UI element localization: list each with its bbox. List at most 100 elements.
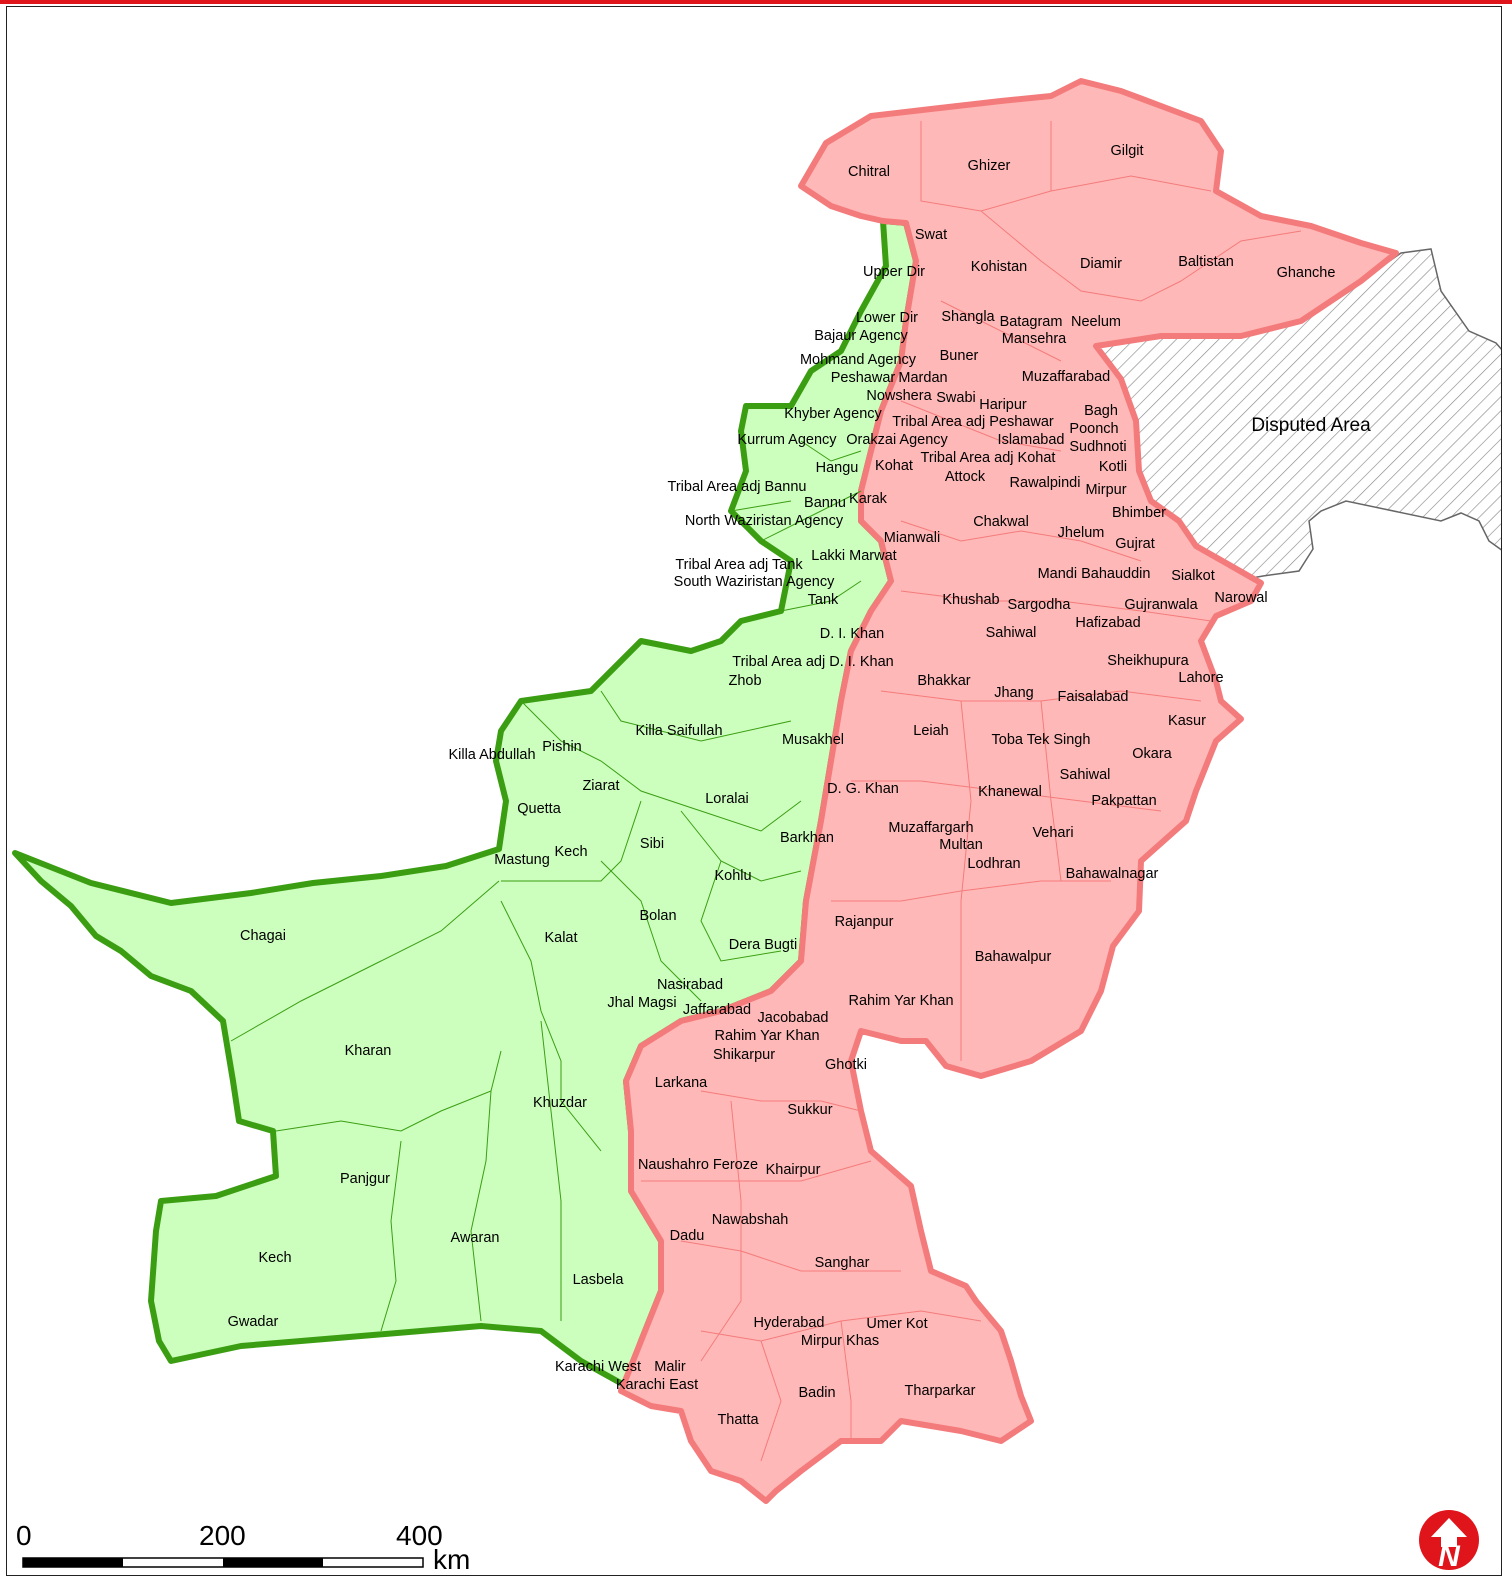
district-label: Pakpattan [1091,793,1156,809]
district-label: Sanghar [815,1255,870,1271]
district-label: Tribal Area adj Peshawar [892,414,1054,430]
district-label: Rawalpindi [1010,475,1081,491]
district-label: Lodhran [967,856,1020,872]
district-label: Jhelum [1058,525,1105,541]
district-label: Quetta [517,801,561,817]
green-district-lines [230,440,862,1332]
district-label: Chagai [240,928,286,944]
district-label: Khyber Agency [784,406,882,422]
district-label: Swabi [936,390,976,406]
north-arrow-icon: N [1419,1510,1479,1573]
district-label: Kohat [875,458,913,474]
district-label: Khushab [942,592,999,608]
district-label: Haripur [979,397,1027,413]
district-label: Nasirabad [657,977,723,993]
scale-tick-400: 400 [396,1520,443,1551]
district-label: Pishin [542,739,582,755]
scale-bar-segment [223,1558,323,1567]
district-label: Kasur [1168,713,1206,729]
district-label: Kurrum Agency [737,432,837,448]
district-label: Ghizer [968,158,1011,174]
district-label: Chakwal [973,514,1029,530]
red-district-lines [641,121,1302,1462]
district-label: Narowal [1214,590,1267,606]
district-label: Dera Bugti [729,937,798,953]
district-label: Zhob [728,673,761,689]
district-label: Mansehra [1002,331,1067,347]
district-label: Mandi Bahauddin [1038,566,1151,582]
district-label: Sahiwal [986,625,1037,641]
top-rule [0,0,1512,4]
district-label: Diamir [1080,256,1122,272]
district-label: Hyderabad [754,1315,825,1331]
district-label: Shangla [941,309,995,325]
district-label: Dadu [670,1228,705,1244]
district-label: Tharparkar [905,1383,976,1399]
district-label: South Waziristan Agency [674,574,835,590]
district-label: Panjgur [340,1171,390,1187]
district-label: Karachi West [555,1359,641,1375]
scale-tick-0: 0 [16,1520,32,1551]
district-label: Bhimber [1112,505,1166,521]
district-label: Sibi [640,836,664,852]
district-label: Lakki Marwat [811,548,896,564]
district-label: Bannu [804,495,846,511]
district-label: Kohistan [971,259,1027,275]
district-label: Karachi East [616,1377,698,1393]
district-label: Peshawar [831,370,896,386]
district-label: Lasbela [573,1272,625,1288]
district-label: Nawabshah [712,1212,789,1228]
red-region[interactable] [618,78,1399,1504]
district-label: Multan [939,837,983,853]
district-label: Khuzdar [533,1095,587,1111]
district-label: Khanewal [978,784,1042,800]
scale-bar: 0 200 400 km [16,1520,470,1575]
district-label: Attock [945,469,986,485]
district-label: Jacobabad [758,1010,829,1026]
district-label: Gwadar [228,1314,279,1330]
north-arrow-letter: N [1438,1540,1461,1573]
district-label: Vehari [1032,825,1073,841]
district-label: Khairpur [766,1162,821,1178]
district-label: Jaffarabad [683,1002,751,1018]
district-label: Mastung [494,852,550,868]
district-label: Bahawalpur [975,949,1052,965]
district-label: Kotli [1099,459,1127,475]
district-label: Muzaffargarh [888,820,973,836]
district-label: Karak [849,491,888,507]
district-label: Nowshera [866,388,932,404]
district-label: D. I. Khan [820,626,884,642]
district-label: Thatta [717,1412,759,1428]
disputed-area-label: Disputed Area [1251,415,1371,436]
district-label: Bajaur Agency [814,328,908,344]
district-label: Larkana [655,1075,708,1091]
district-label: Sheikhupura [1107,653,1189,669]
district-label: Loralai [705,791,749,807]
district-label: Sialkot [1171,568,1215,584]
scale-bar-segment [23,1558,123,1567]
district-label: Tribal Area adj Kohat [921,450,1056,466]
district-label: Jhal Magsi [607,995,676,1011]
district-label: Kech [554,844,587,860]
district-label: Buner [940,348,979,364]
district-label: Ziarat [582,778,619,794]
district-label: Umer Kot [866,1316,927,1332]
district-label: Malir [654,1359,686,1375]
district-label: North Waziristan Agency [685,513,844,529]
district-label: Ghanche [1277,265,1336,281]
district-label: Tribal Area adj Tank [675,557,803,573]
district-label: Lahore [1178,670,1223,686]
district-label: Sukkur [787,1102,832,1118]
district-label: Baltistan [1178,254,1234,270]
district-label: Tribal Area adj Bannu [668,479,807,495]
district-label: Hangu [816,460,859,476]
district-label: Mianwali [884,530,940,546]
district-label: Toba Tek Singh [992,732,1091,748]
district-label: Badin [798,1385,835,1401]
district-label: D. G. Khan [827,781,899,797]
district-label: Musakhel [782,732,844,748]
district-label: Kohlu [714,868,751,884]
district-label: Bagh [1084,403,1118,419]
